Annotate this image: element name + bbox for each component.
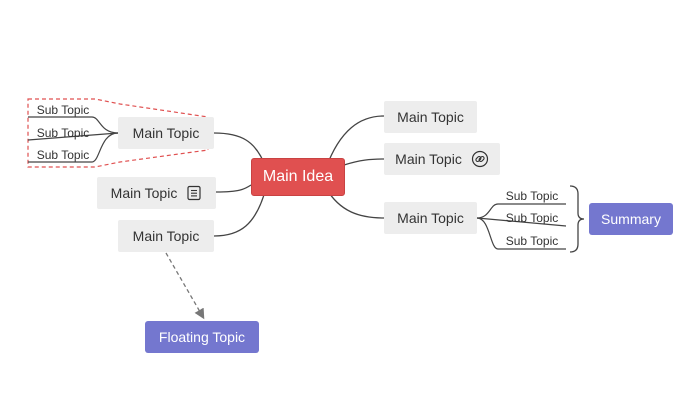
boundary-outline[interactable] <box>27 98 209 168</box>
subtopic-right-3[interactable]: Sub Topic <box>499 233 565 249</box>
main-topic-left-1[interactable]: Main Topic <box>118 117 214 149</box>
subtopic-right-1[interactable]: Sub Topic <box>499 188 565 204</box>
main-topic-label: Main Topic <box>132 228 200 244</box>
connector-left-subtopic-1 <box>28 116 119 134</box>
subtopic-left-1[interactable]: Sub Topic <box>30 102 96 118</box>
connector-right-subtopic-2 <box>476 217 567 227</box>
main-topic-right-2[interactable]: Main Topic <box>384 143 500 175</box>
connector-central-to-left-topic-2 <box>215 184 252 193</box>
connector-central-to-right-topic-1 <box>325 115 385 169</box>
main-topic-label: Main Topic <box>132 125 200 141</box>
floating-topic[interactable]: Floating Topic <box>145 321 259 353</box>
connector-right-subtopic-1 <box>476 203 566 219</box>
subtopic-left-2[interactable]: Sub Topic <box>30 125 96 141</box>
summary-brace[interactable] <box>569 185 585 253</box>
central-topic-label: Main Idea <box>262 168 334 185</box>
subtopic-label: Sub Topic <box>36 126 90 140</box>
note-icon[interactable] <box>186 185 202 201</box>
connector-left-subtopic-3 <box>28 132 119 163</box>
subtopic-label: Sub Topic <box>505 189 559 203</box>
main-topic-label: Main Topic <box>110 185 178 201</box>
subtopic-label: Sub Topic <box>36 103 90 117</box>
summary-label: Summary <box>601 211 661 227</box>
main-topic-left-2[interactable]: Main Topic <box>97 177 216 209</box>
main-topic-label: Main Topic <box>397 109 464 125</box>
subtopic-label: Sub Topic <box>505 211 559 225</box>
main-topic-left-3[interactable]: Main Topic <box>118 220 214 252</box>
connector-left-subtopic-2 <box>27 132 119 141</box>
subtopic-left-3[interactable]: Sub Topic <box>30 147 96 163</box>
subtopic-right-2[interactable]: Sub Topic <box>499 210 565 226</box>
connector-central-to-right-topic-2 <box>343 158 385 166</box>
subtopic-label: Sub Topic <box>505 234 559 248</box>
main-topic-label: Main Topic <box>395 151 462 167</box>
main-topic-label: Main Topic <box>397 210 464 226</box>
link-icon[interactable] <box>471 150 489 168</box>
relationship-arrow[interactable] <box>165 252 205 320</box>
main-topic-right-3[interactable]: Main Topic <box>384 202 477 234</box>
main-topic-right-1[interactable]: Main Topic <box>384 101 477 133</box>
subtopic-label: Sub Topic <box>36 148 90 162</box>
connector-central-to-left-topic-3 <box>213 187 267 237</box>
central-topic[interactable]: Main Idea <box>251 158 345 196</box>
summary-topic[interactable]: Summary <box>589 203 673 235</box>
floating-topic-label: Floating Topic <box>158 329 246 345</box>
connector-right-subtopic-3 <box>476 217 566 250</box>
